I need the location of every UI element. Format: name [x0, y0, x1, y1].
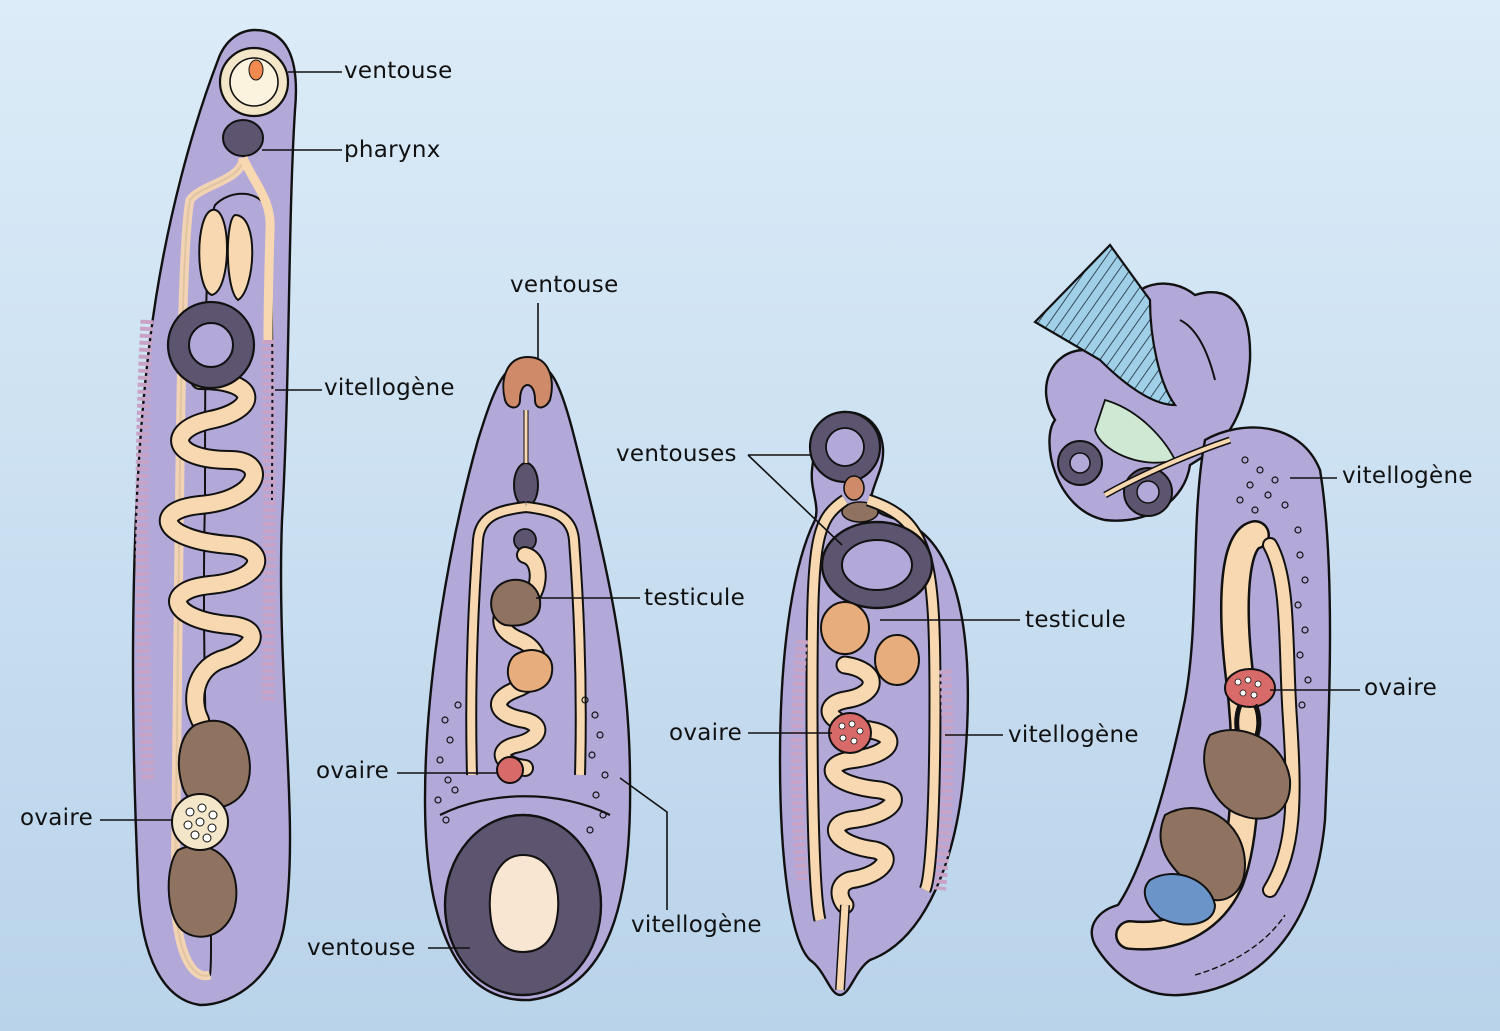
worm-1-vitelline-right	[261, 339, 276, 701]
worm-2	[397, 303, 668, 1002]
worm-1-pharynx	[222, 119, 264, 157]
label-w1-vitellogene: vitellogène	[324, 375, 455, 401]
worm-4-testis-2	[1159, 807, 1247, 902]
label-w2-ventouse-bottom: ventouse	[307, 935, 416, 961]
label-w3-ovaire: ovaire	[669, 720, 743, 746]
worm-4-vitelline	[1236, 456, 1312, 709]
worm-2-testis-2	[506, 649, 554, 693]
label-w3-testicule: testicule	[1025, 607, 1127, 633]
worm-2-pharynx	[513, 462, 539, 508]
label-w4-ovaire: ovaire	[1364, 675, 1438, 701]
label-w4-vitellogene: vitellogène	[1342, 463, 1473, 489]
label-w1-ovaire: ovaire	[20, 805, 94, 831]
label-w3-vitellogene: vitellogène	[1008, 722, 1139, 748]
worm-4-blue-sac	[1143, 873, 1217, 926]
leader-w3-ventouses-b	[747, 454, 843, 546]
worm-3-ovary	[828, 712, 872, 754]
worm-2-testis-1	[490, 578, 542, 627]
leader-w2-vitellogene	[619, 777, 668, 910]
worm-4	[1033, 243, 1360, 997]
worm-2-ovary	[496, 756, 524, 784]
worm-1-uterus	[198, 208, 254, 302]
label-w2-vitellogene: vitellogène	[631, 912, 762, 938]
worm-1-testis-2	[167, 844, 238, 938]
worm-4-striped-flap	[1033, 243, 1178, 407]
worm-3-testis-2	[874, 634, 920, 686]
worm-2-vitelline	[434, 696, 609, 834]
worm-1	[100, 28, 342, 1007]
label-w2-ovaire: ovaire	[316, 758, 390, 784]
label-w1-pharynx: pharynx	[344, 137, 441, 163]
label-w3-ventouses: ventouses	[616, 441, 737, 467]
label-w2-ventouse-top: ventouse	[510, 272, 619, 298]
worm-3-testis-1	[820, 601, 870, 655]
worm-4-ovary	[1224, 668, 1276, 708]
label-w2-testicule: testicule	[644, 585, 746, 611]
worm-1-vitelline-left	[135, 319, 155, 781]
worm-2-oral-sucker	[502, 355, 553, 409]
worm-3	[747, 410, 1020, 997]
worm-4-testis-1	[1203, 729, 1292, 820]
label-w1-ventouse: ventouse	[344, 58, 453, 84]
worm-4-body	[1090, 426, 1332, 997]
